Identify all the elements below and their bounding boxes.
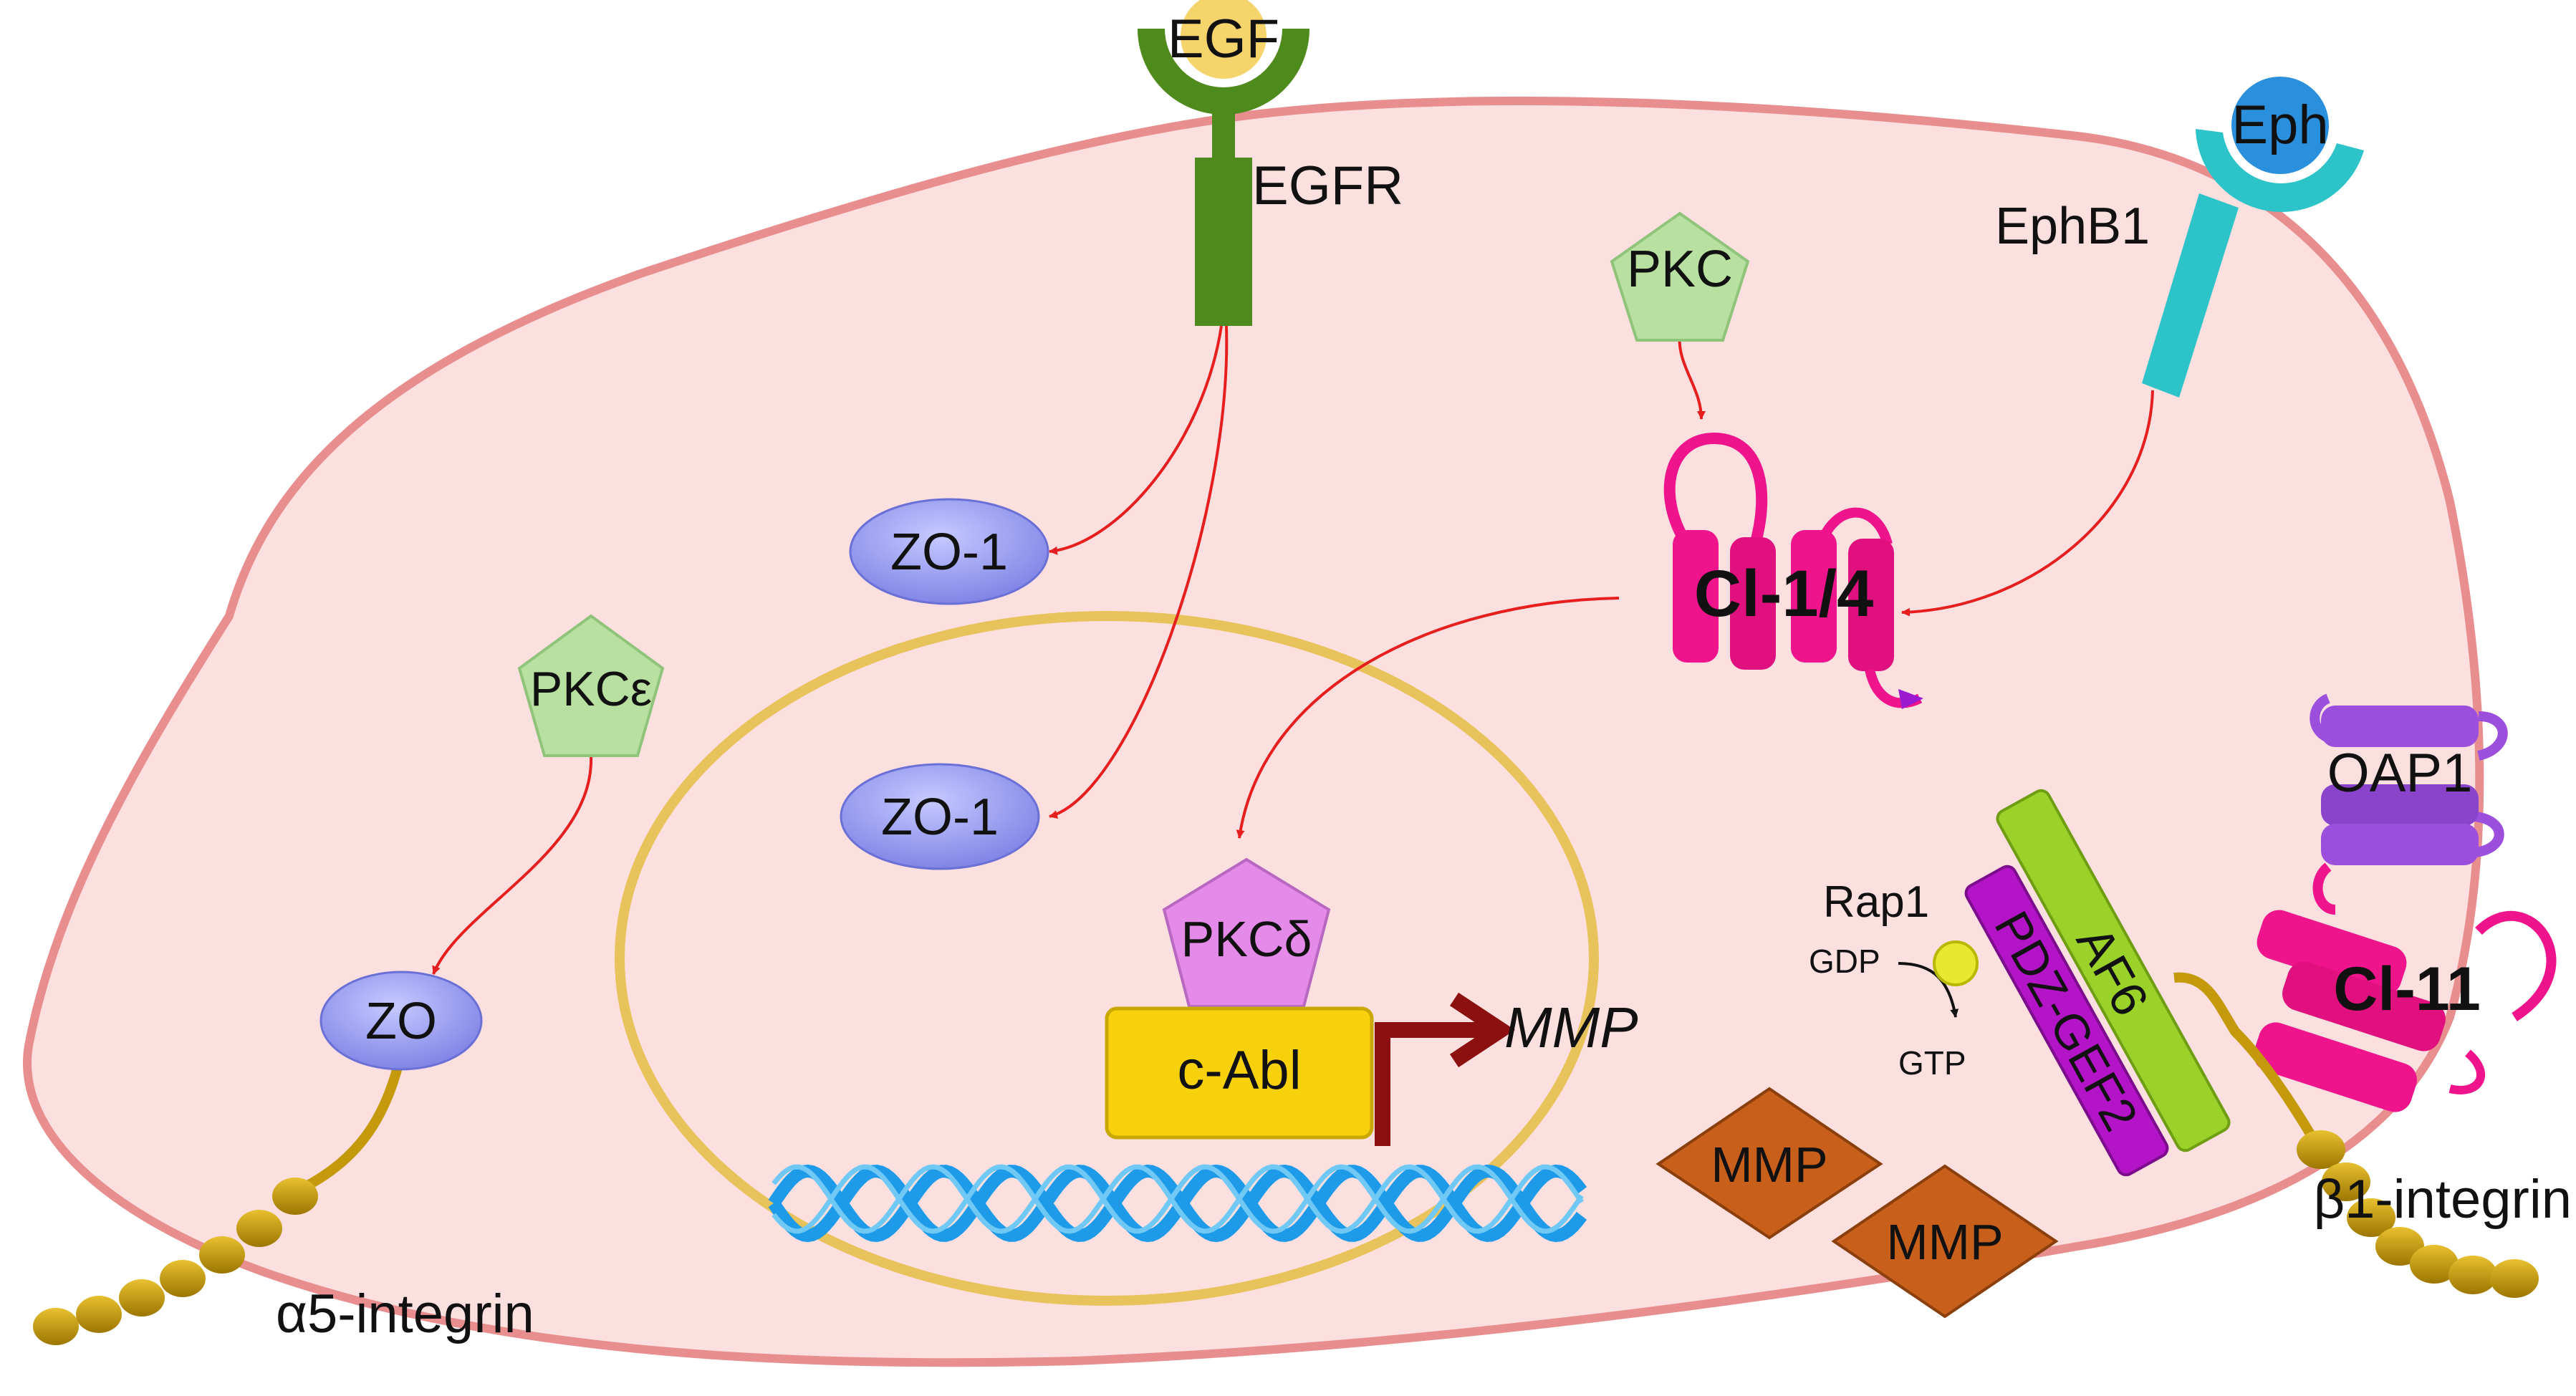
mmp-protein-2: MMP — [1831, 1164, 2059, 1319]
mmp1-label: MMP — [1711, 1137, 1827, 1193]
claudin-1-4: Cl-1/4 — [1663, 432, 1923, 709]
nucleus — [615, 611, 1599, 1306]
mmp-transcription-arrow: MMP — [1375, 992, 1638, 1146]
beta1-integrin-label: β1-integrin — [2313, 1169, 2572, 1230]
signaling-arrows — [432, 325, 2154, 975]
alpha5-integrin: α5-integrin — [33, 1178, 534, 1345]
gtp-label: GTP — [1898, 1044, 1966, 1082]
alpha5-integrin-label: α5-integrin — [276, 1284, 534, 1344]
pkc-epsilon-protein: PKCε — [517, 614, 665, 757]
arrow-egfr-to-zo1-cyto — [1049, 325, 1223, 555]
cl11-label: Cl-11 — [2333, 955, 2481, 1024]
arrow-pkcepsilon-to-zo — [432, 755, 593, 975]
dna-helix — [768, 1164, 1587, 1243]
arrow-ephb1-to-cl14 — [1901, 390, 2154, 617]
rap1-dot — [1933, 940, 1979, 986]
pkc-protein: PKC — [1610, 211, 1750, 342]
egf-label: EGF — [1168, 9, 1279, 69]
gdp-label: GDP — [1809, 943, 1880, 980]
mmp-gene-label: MMP — [1504, 996, 1638, 1059]
cl14-label: Cl-1/4 — [1694, 557, 1874, 630]
ephb1-label: EphB1 — [1995, 198, 2150, 255]
zo1-nuc-label: ZO-1 — [881, 789, 999, 846]
arrow-egfr-to-zo1-nuc — [1049, 325, 1229, 819]
beta1-integrin: β1-integrin — [2173, 972, 2572, 1298]
zo1-cytoplasm: ZO-1 — [849, 498, 1049, 605]
egfr-label: EGFR — [1252, 155, 1403, 216]
rap1-switch: Rap1 GDP GTP — [1809, 877, 1979, 1082]
mmp-protein-1: MMP — [1655, 1087, 1883, 1240]
eph-label: Eph — [2231, 95, 2328, 155]
pkc-label: PKC — [1627, 241, 1733, 298]
pkc-epsilon-label: PKCε — [530, 662, 652, 716]
zo-protein: ZO — [298, 971, 483, 1194]
c-abl-protein: c-Abl — [1105, 1006, 1374, 1140]
eph-ligand — [2231, 77, 2329, 174]
pkc-delta-protein: PKCδ — [1162, 857, 1331, 1008]
rap1-label: Rap1 — [1823, 877, 1929, 927]
ephb1-receptor: Eph EphB1 — [1995, 77, 2364, 398]
mmp2-label: MMP — [1886, 1214, 2003, 1270]
zo1-cyto-label: ZO-1 — [890, 524, 1008, 581]
oap1-protein: OAP1 — [2310, 693, 2508, 865]
egf-ligand — [1181, 0, 1267, 79]
egfr-receptor: EGF EGFR — [1138, 0, 1403, 326]
arrow-cl14-to-pkcdelta — [1236, 597, 1620, 839]
zo-label: ZO — [365, 993, 437, 1050]
zo1-nucleus: ZO-1 — [840, 763, 1040, 870]
pkc-delta-label: PKCδ — [1181, 911, 1312, 967]
c-abl-label: c-Abl — [1177, 1040, 1301, 1101]
oap1-label: OAP1 — [2327, 743, 2473, 804]
cell-membrane — [23, 96, 2484, 1367]
claudin-11: Cl-11 — [2254, 862, 2557, 1112]
arrow-pkc-to-cl14 — [1678, 332, 1706, 420]
